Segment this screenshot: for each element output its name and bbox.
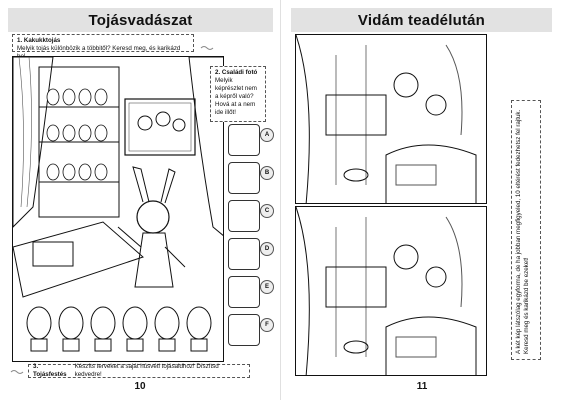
- puzzle-letter: C: [260, 204, 274, 218]
- puzzle-piece: [228, 314, 260, 346]
- puzzle-letter: A: [260, 128, 274, 142]
- tea-party-scene-top: [295, 34, 487, 204]
- puzzle-piece: [228, 162, 260, 194]
- task2-heading: 2. Családi fotó: [215, 69, 258, 76]
- wave-icon: [10, 370, 24, 374]
- puzzle-letter: E: [260, 280, 274, 294]
- tea-party-scene-bottom: [295, 206, 487, 376]
- left-page: Tojásvadászat 1. Kakukktojás Melyik tojá…: [8, 8, 276, 392]
- right-page: Vidám teadélután A két kép látszól: [281, 0, 562, 400]
- puzzle-pieces: A B C D E F: [228, 124, 276, 346]
- puzzle-piece: [228, 276, 260, 308]
- spot-difference-instructions: A két kép látszólag egyforma, de ha jobb…: [511, 100, 541, 360]
- wave-icon: [200, 46, 214, 50]
- puzzle-piece: [228, 200, 260, 232]
- left-page-title: Tojásvadászat: [88, 11, 193, 29]
- puzzle-piece: [228, 238, 260, 270]
- left-title-bar: Tojásvadászat: [8, 8, 273, 32]
- task3-heading: 3. Tojásfestés: [33, 363, 67, 378]
- task3-text: Készíts terveket a saját húsvéti tojásai…: [74, 363, 219, 378]
- task2-box: 2. Családi fotó Melyik képrészlet nem a …: [210, 66, 266, 122]
- puzzle-letter: F: [260, 318, 274, 332]
- puzzle-letter: D: [260, 242, 274, 256]
- page-number-right: 11: [416, 381, 428, 392]
- right-page-title: Vidám teadélután: [357, 11, 486, 29]
- puzzle-letter: B: [260, 166, 274, 180]
- puzzle-piece: [228, 124, 260, 156]
- task3-box: 3. Tojásfestés Készíts terveket a saját …: [28, 363, 250, 378]
- easter-scene-illustration: [12, 56, 224, 362]
- task1-box: 1. Kakukktojás Melyik tojás különbözik a…: [12, 34, 194, 60]
- right-title-bar: Vidám teadélután: [291, 8, 552, 32]
- task1-heading: 1. Kakukktojás: [17, 37, 61, 44]
- task2-text: Melyik képrészlet nem a képről való? Hov…: [215, 77, 257, 116]
- page-number-left: 10: [134, 381, 146, 392]
